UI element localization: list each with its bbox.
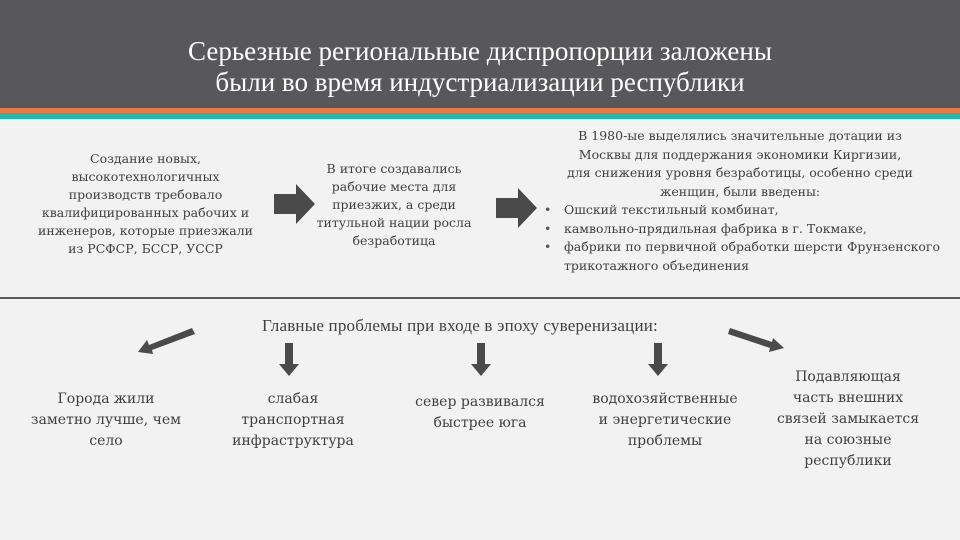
text-line: титульной нации росла (316, 215, 472, 230)
title-line-1: Серьезные региональные диспропорции зало… (188, 36, 772, 66)
text-line: транспортная (241, 412, 345, 428)
text-line: Города жили (57, 391, 155, 407)
down-left-arrow-icon (138, 328, 195, 354)
flow-step-unemployment: В итоге создавались рабочие места для пр… (308, 160, 480, 250)
flow-step-subsidies: В 1980-ые выделялись значительные дотаци… (540, 127, 940, 275)
text-line: В итоге создавались (326, 161, 462, 176)
down-arrow-icon (279, 343, 299, 376)
text-line: часть внешних (792, 390, 904, 406)
text-line: заметно лучше, чем (30, 412, 182, 428)
subsidies-intro: В 1980-ые выделялись значительные дотаци… (540, 127, 940, 201)
text-line: приезжих, а среди (332, 197, 456, 212)
down-right-arrow-icon (728, 328, 784, 352)
flow-step-industrialization: Создание новых, высокотехнологичных прои… (18, 150, 273, 258)
text-line: В 1980-ые выделялись значительные дотаци… (578, 128, 902, 143)
problem-north-south: север развивался быстрее юга (395, 392, 565, 434)
slide-title: Серьезные региональные диспропорции зало… (0, 36, 960, 98)
text-line: Подавляющая (795, 369, 901, 385)
problems-heading: Главные проблемы при входе в эпоху сувер… (262, 316, 658, 335)
factories-list: Ошский текстильный комбинат, камвольно-п… (540, 201, 940, 275)
text-line: из РСФСР, БССР, УССР (68, 241, 223, 256)
text-line: проблемы (627, 433, 703, 449)
light-stripe (0, 119, 960, 122)
text-line: водохозяйственные (592, 391, 738, 407)
problem-transport: слабая транспортная инфраструктура (208, 389, 378, 452)
text-line: высокотехнологичных (71, 169, 220, 184)
problem-water-energy: водохозяйственные и энергетические пробл… (575, 389, 755, 452)
text-line: быстрее юга (433, 415, 527, 431)
down-arrow-icon (648, 343, 668, 376)
text-line: Создание новых, (90, 151, 201, 166)
text-line: Москвы для поддержания экономики Киргизи… (578, 146, 902, 162)
text-line: село (89, 433, 123, 449)
text-line: на союзные (804, 432, 892, 448)
title-line-2: были во время индустриализации республик… (215, 67, 745, 97)
text-line: женщин, были введены: (659, 183, 821, 199)
list-item: камвольно-прядильная фабрика в г. Токмак… (540, 220, 940, 239)
text-line: республики (804, 453, 892, 469)
list-item: Ошский текстильный комбинат, (540, 201, 940, 220)
right-arrow-icon (496, 188, 537, 228)
right-arrow-icon (274, 184, 315, 224)
down-arrow-icon (471, 343, 491, 376)
text-line: север развивался (415, 394, 545, 410)
text-line: производств требовало (68, 187, 223, 202)
problem-external-ties: Подавляющая часть внешних связей замыкае… (763, 367, 933, 472)
teal-stripe (0, 113, 960, 119)
text-line: квалифицированных рабочих и (41, 205, 250, 220)
text-line: для снижения уровня безработицы, особенн… (567, 165, 913, 180)
list-item: фабрики по первичной обработки шерсти Фр… (540, 238, 940, 275)
text-line: безработица (352, 233, 436, 248)
text-line: инженеров, которые приезжали (37, 223, 253, 238)
text-line: рабочие места для (331, 179, 457, 194)
section-divider (0, 297, 960, 299)
text-line: связей замыкается (776, 411, 920, 427)
text-line: инфраструктура (232, 433, 354, 449)
text-line: и энергетические (598, 412, 732, 428)
problem-urban-rural: Города жили заметно лучше, чем село (16, 389, 196, 452)
text-line: слабая (267, 391, 319, 407)
orange-stripe (0, 108, 960, 113)
title-banner: Серьезные региональные диспропорции зало… (0, 0, 960, 108)
